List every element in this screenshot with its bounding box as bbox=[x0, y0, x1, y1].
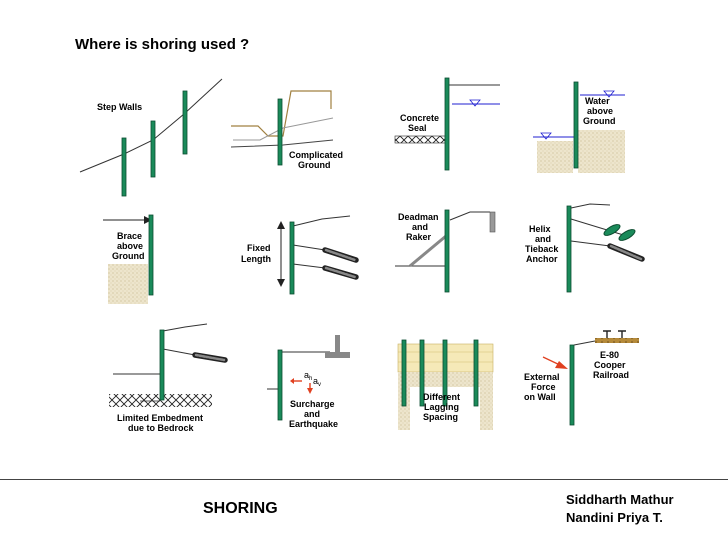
shoring-diagram: Step Walls Complicated Ground Concrete S… bbox=[79, 77, 645, 433]
panel-water-above-ground: Water above Ground bbox=[533, 81, 625, 173]
slide-title: Where is shoring used ? bbox=[75, 36, 250, 53]
panel-concrete-seal: Concrete Seal bbox=[394, 77, 500, 171]
label-helix-and: and bbox=[535, 234, 551, 244]
label-lagging: Lagging bbox=[424, 402, 459, 412]
label-brace-ground: Ground bbox=[112, 251, 145, 261]
label-deadman-and: and bbox=[412, 222, 428, 232]
panel-complicated-ground: Complicated Ground bbox=[230, 90, 343, 170]
label-surcharge: Surcharge bbox=[290, 399, 335, 409]
label-surcharge-and: and bbox=[304, 409, 320, 419]
label-water-ground: Ground bbox=[583, 116, 616, 126]
label-anchor: Anchor bbox=[526, 254, 558, 264]
label-fixed: Fixed bbox=[247, 243, 271, 253]
label-concrete: Concrete bbox=[400, 113, 439, 123]
label-spacing: Spacing bbox=[423, 412, 458, 422]
label-brace-above: above bbox=[117, 241, 143, 251]
label-earthquake: Earthquake bbox=[289, 419, 338, 429]
panel-deadman-raker: Deadman and Raker bbox=[395, 209, 496, 293]
label-deadman: Deadman bbox=[398, 212, 439, 222]
panel-external-force: External Force on Wall E-80 Cooper Railr… bbox=[524, 330, 639, 426]
label-water-above: above bbox=[587, 106, 613, 116]
author-name: Nandini Priya T. bbox=[566, 510, 663, 525]
label-cooper: Cooper bbox=[594, 360, 626, 370]
label-brace: Brace bbox=[117, 231, 142, 241]
footer-title: SHORING bbox=[203, 500, 278, 517]
label-complicated-2: Ground bbox=[298, 160, 331, 170]
panel-fixed-length: Fixed Length bbox=[241, 215, 359, 295]
label-force: Force bbox=[531, 382, 556, 392]
label-water: Water bbox=[585, 96, 610, 106]
accel-v-symbol: av bbox=[313, 376, 321, 388]
label-on-wall: on Wall bbox=[524, 392, 556, 402]
label-railroad: Railroad bbox=[593, 370, 629, 380]
author-name: Siddharth Mathur bbox=[566, 492, 674, 507]
label-limited-2: due to Bedrock bbox=[128, 423, 195, 433]
label-limited-1: Limited Embedment bbox=[117, 413, 203, 423]
panel-helix-tieback: Helix and Tieback Anchor bbox=[525, 203, 645, 293]
label-step-walls: Step Walls bbox=[97, 102, 142, 112]
panel-step-walls: Step Walls bbox=[79, 78, 223, 197]
panel-surcharge-earthquake: ah av Surcharge and Earthquake bbox=[267, 335, 350, 429]
label-length: Length bbox=[241, 254, 271, 264]
accel-h-symbol: ah bbox=[304, 370, 312, 382]
panel-different-lagging: Different Lagging Spacing bbox=[397, 339, 494, 430]
panel-limited-embedment: Limited Embedment due to Bedrock bbox=[109, 323, 228, 433]
panel-brace-above-ground: Brace above Ground bbox=[103, 214, 154, 304]
label-complicated-1: Complicated bbox=[289, 150, 343, 160]
label-helix: Helix bbox=[529, 224, 551, 234]
label-tieback: Tieback bbox=[525, 244, 559, 254]
label-different: Different bbox=[423, 392, 460, 402]
footer-divider bbox=[0, 479, 728, 480]
label-e80: E-80 bbox=[600, 350, 619, 360]
label-seal: Seal bbox=[408, 123, 427, 133]
label-external: External bbox=[524, 372, 560, 382]
label-raker: Raker bbox=[406, 232, 432, 242]
